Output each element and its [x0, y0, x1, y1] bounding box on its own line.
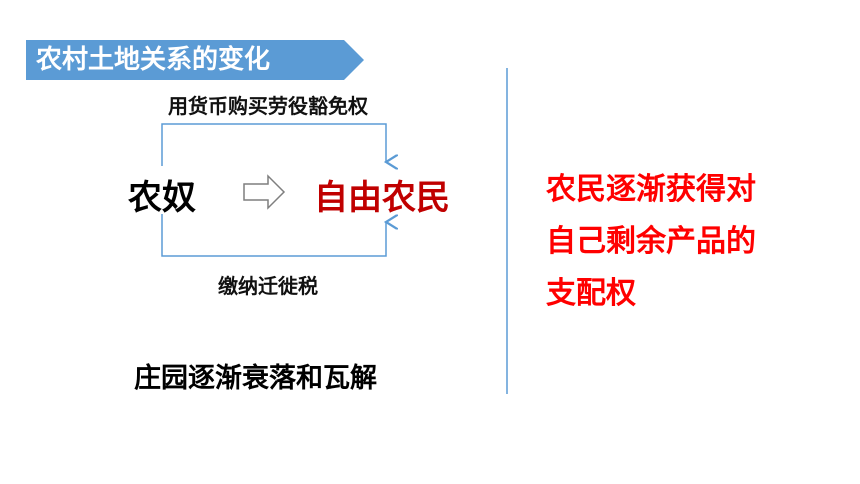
- title-banner-shape: [26, 40, 364, 80]
- page-title: 农村土地关系的变化: [36, 45, 271, 75]
- right-panel-line-3: 支配权: [546, 276, 636, 311]
- target-node-free-peasant: 自由农民: [314, 178, 450, 218]
- bottom-path-label: 缴纳迁徙税: [218, 274, 318, 298]
- right-panel-line-1: 农民逐渐获得对: [546, 172, 756, 207]
- source-node-serf: 农奴: [128, 178, 196, 218]
- conclusion-text: 庄园逐渐衰落和瓦解: [134, 363, 377, 394]
- top-path-label: 用货币购买劳役豁免权: [168, 94, 368, 118]
- right-panel-line-2: 自己剩余产品的: [546, 224, 756, 259]
- top-flow-path: [161, 123, 386, 166]
- right-panel-text: 农民逐渐获得对 自己剩余产品的 支配权: [546, 164, 806, 320]
- right-arrow-icon: [243, 174, 286, 210]
- bottom-flow-path: [161, 214, 386, 257]
